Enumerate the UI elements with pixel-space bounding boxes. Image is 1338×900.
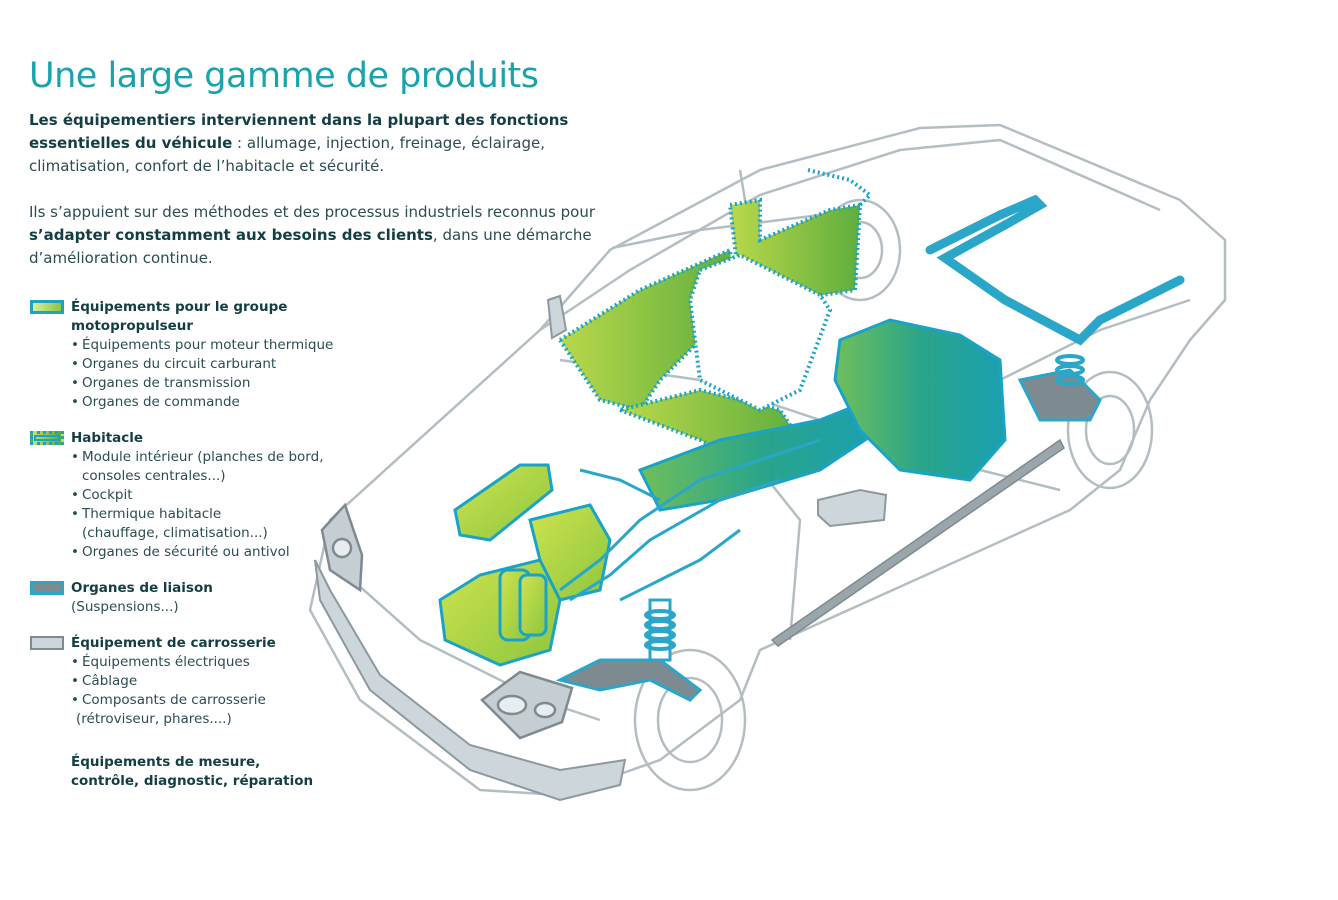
habitacle-swatch-icon	[30, 431, 64, 445]
list-item-continuation: consoles centrales...)	[82, 468, 226, 484]
legend-liaison: Organes de liaison (Suspensions...)	[29, 579, 409, 617]
list-item: Organes de sécurité ou antivol	[71, 543, 409, 562]
legend: Équipements pour le groupe motopropulseu…	[29, 298, 409, 808]
list-item: Câblage	[71, 672, 409, 691]
powertrain-drive	[637, 194, 1185, 512]
headlight-right	[480, 670, 574, 740]
liaison-swatch-icon	[30, 581, 64, 595]
list-item: Thermique habitacle (chauffage, climatisa…	[71, 505, 409, 543]
intro-p1-bold: Les équipementiers interviennent dans la…	[29, 111, 569, 152]
mirror-right	[817, 488, 888, 528]
side-sill	[770, 438, 1065, 647]
habitacle-module	[557, 168, 874, 473]
powertrain-swatch-icon	[30, 300, 64, 314]
legend-heading: Équipements pour le groupe motopropulseu…	[71, 299, 288, 334]
carrosserie-swatch-icon	[30, 636, 64, 650]
wheels	[633, 198, 1154, 792]
car-cutaway-illustration	[308, 123, 1227, 802]
legend-heading: Habitacle	[71, 430, 144, 446]
list-item-text: Thermique habitacle	[82, 506, 222, 522]
list-item-text: Composants de carrosserie	[82, 692, 266, 708]
legend-heading: Équipements de mesure, contrôle, diagnos…	[71, 754, 314, 789]
headlight-left	[320, 502, 364, 593]
list-item: Équipements pour moteur thermique	[71, 336, 409, 355]
intro-p2-bold: s’adapter constamment aux besoins des cl…	[29, 226, 433, 244]
page-title: Une large gamme de produits	[29, 56, 539, 96]
cabling	[559, 438, 821, 602]
list-item-continuation: (chauffage, climatisation...)	[82, 525, 268, 541]
legend-heading: Équipement de carrosserie	[71, 635, 276, 651]
engine-block	[438, 463, 612, 667]
legend-habitacle: Habitacle Module intérieur (planches de …	[29, 429, 409, 562]
list-item: Module intérieur (planches de bord, conso…	[71, 448, 409, 486]
list-item: Composants de carrosserie (rétroviseur, p…	[71, 691, 409, 729]
list-item-continuation: (rétroviseur, phares....)	[76, 711, 232, 727]
list-item-text: Module intérieur (planches de bord,	[82, 449, 324, 465]
legend-note: (Suspensions...)	[71, 599, 179, 615]
intro-p1-rest: : allumage, injection, freinage, éclaira…	[29, 134, 545, 175]
front-bumper	[314, 559, 627, 802]
list-item: Cockpit	[71, 486, 409, 505]
list-item: Organes du circuit carburant	[71, 355, 409, 374]
intro-text: Les équipementiers interviennent dans la…	[29, 109, 629, 293]
intro-paragraph-2: Ils s’appuient sur des méthodes et des p…	[29, 201, 629, 270]
list-item: Organes de transmission	[71, 374, 409, 393]
legend-carrosserie: Équipement de carrosserie Équipements él…	[29, 634, 409, 729]
list-item: Organes de commande	[71, 393, 409, 412]
list-item: Équipements électriques	[71, 653, 409, 672]
legend-mesure: Équipements de mesure, contrôle, diagnos…	[29, 753, 409, 791]
legend-powertrain: Équipements pour le groupe motopropulseu…	[29, 298, 409, 412]
suspension-front	[555, 598, 703, 702]
intro-p2-start: Ils s’appuient sur des méthodes et des p…	[29, 203, 596, 221]
mirror-left	[546, 294, 568, 340]
intro-p2-end: , dans une démarche d’amélioration conti…	[29, 226, 592, 267]
suspension-rear	[1017, 354, 1102, 422]
intro-paragraph-1: Les équipementiers interviennent dans la…	[29, 109, 629, 178]
legend-heading: Organes de liaison	[71, 580, 213, 596]
